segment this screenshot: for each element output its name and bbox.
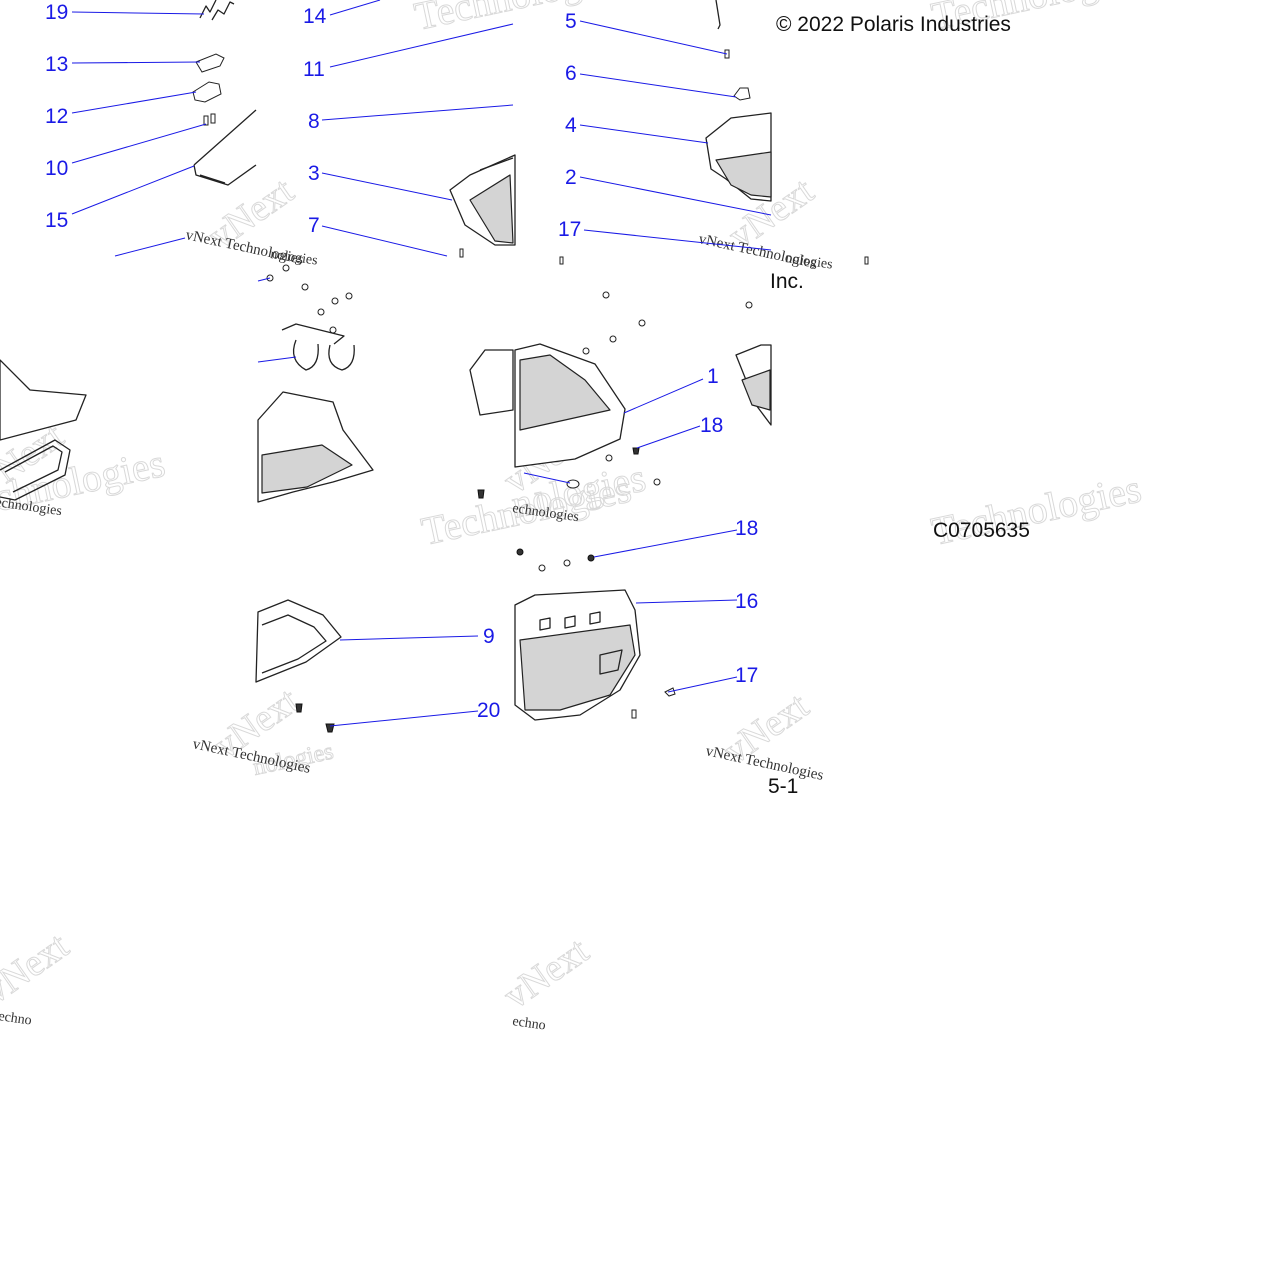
seat-frame-left: [0, 439, 71, 501]
handle-rail-15: [193, 109, 257, 186]
fastener-cluster-mid: [266, 264, 353, 334]
leader-15-tail: [114, 237, 186, 257]
lid-outline-mid-right: [469, 349, 514, 416]
fastener-20-b: [295, 703, 303, 713]
watermark-small: nologies: [784, 251, 833, 272]
cover-part-9: [255, 599, 342, 683]
callout-9: 9: [483, 625, 495, 648]
copyright-text: © 2022 Polaris Industries: [776, 13, 1011, 36]
leader-11: [329, 23, 514, 68]
clip-part-19: [199, 0, 235, 21]
callout-15: 15: [45, 209, 68, 232]
storage-bin-4-shade: [715, 151, 772, 198]
fastener-20: [325, 723, 335, 733]
leader-13: [71, 61, 201, 64]
callout-10: 10: [45, 157, 68, 180]
bracket-6: [733, 87, 751, 101]
leader-4: [579, 124, 709, 144]
page-fragment: 5-1: [768, 775, 798, 798]
callout-1: 1: [707, 365, 719, 388]
leader-6: [579, 73, 737, 98]
storage-bin-1-shade: [519, 354, 611, 431]
screw-right-top: [864, 256, 869, 265]
watermark-large: vNext: [0, 924, 77, 1012]
callout-6: 6: [565, 62, 577, 85]
tray-part-8: [479, 157, 514, 171]
console-tray-mid-shade: [261, 444, 353, 494]
callout-19: 19: [45, 1, 68, 24]
leader-14: [329, 0, 381, 16]
callout-18-lower: 18: [735, 517, 758, 540]
seat-shell-left: [0, 359, 87, 441]
screw-17-top: [559, 256, 564, 265]
watermark-large: vNext: [496, 929, 597, 1017]
leader-3: [321, 172, 453, 201]
watermark-text-layer: vNext Technologies nologies vNext Techno…: [0, 227, 834, 1033]
leader-16: [635, 599, 738, 604]
callout-5: 5: [565, 10, 577, 33]
copyright-fragment: Inc.: [770, 270, 804, 293]
fastener-mid-b: [477, 489, 485, 499]
parts-layer: [0, 0, 869, 733]
leader-grommet: [523, 472, 571, 484]
leader-2: [579, 176, 772, 216]
tray-part-3-shade: [469, 174, 514, 244]
leader-18-lower: [593, 529, 738, 558]
callout-16: 16: [735, 590, 758, 613]
leader-17-lower: [667, 676, 738, 693]
leader-20: [329, 710, 479, 727]
console-assembly-16-shade: [519, 624, 636, 711]
callout-14: 14: [303, 5, 327, 28]
callout-3: 3: [308, 162, 320, 185]
fastener-cluster-right: [582, 291, 753, 486]
callout-13: 13: [45, 53, 68, 76]
bracket-handles-mid: [281, 323, 355, 371]
drawing-metadata: © 2022 Polaris Industries Inc. C0705635 …: [768, 13, 1030, 798]
screw-bottom-b: [631, 709, 637, 719]
callout-12: 12: [45, 105, 68, 128]
side-panel-right-shade: [741, 369, 771, 411]
watermark-large: Technologies: [411, 0, 628, 39]
latch-part-12: [192, 81, 222, 103]
callout-17-lower: 17: [735, 664, 758, 687]
callout-11: 11: [303, 58, 325, 81]
rod-14: [715, 0, 721, 30]
leader-15: [71, 165, 195, 215]
leader-19: [71, 11, 205, 15]
leader-18: [636, 425, 701, 449]
watermark-small: echno: [0, 1009, 33, 1029]
fastener-18: [632, 447, 640, 455]
callout-labels: 19 13 12 10 15 14 11 8 3 7 5 6 4 2 17 1 …: [45, 1, 758, 722]
callout-2: 2: [565, 166, 577, 189]
leader-9: [339, 635, 479, 641]
callout-20: 20: [477, 699, 500, 722]
callout-4: 4: [565, 114, 577, 137]
seat-frame-left-inner: [4, 445, 63, 493]
grommet-right: [566, 479, 580, 489]
leader-lines: [71, 0, 772, 727]
leader-mid-bracket: [257, 356, 297, 363]
watermark-small: nologies: [269, 247, 318, 268]
callout-7: 7: [308, 214, 320, 237]
leader-mid-side: [257, 277, 271, 282]
callout-17: 17: [558, 218, 581, 241]
screw-7: [459, 248, 464, 258]
leader-5: [579, 20, 728, 55]
drawing-code: C0705635: [933, 519, 1030, 542]
screw-pair-10: [203, 113, 216, 126]
latch-part-13: [195, 53, 225, 73]
leader-7: [321, 225, 448, 257]
leader-1: [623, 378, 704, 414]
console-assembly-16-detail: [539, 611, 623, 675]
callout-18: 18: [700, 414, 723, 437]
fastener-row-18: [516, 548, 595, 572]
cover-part-9-inner: [261, 614, 327, 674]
leader-12: [71, 91, 197, 114]
callout-8: 8: [308, 110, 320, 133]
leader-17: [583, 229, 772, 251]
watermark-small: echno: [511, 1014, 546, 1034]
leader-8: [321, 104, 514, 121]
leader-10: [71, 123, 207, 164]
